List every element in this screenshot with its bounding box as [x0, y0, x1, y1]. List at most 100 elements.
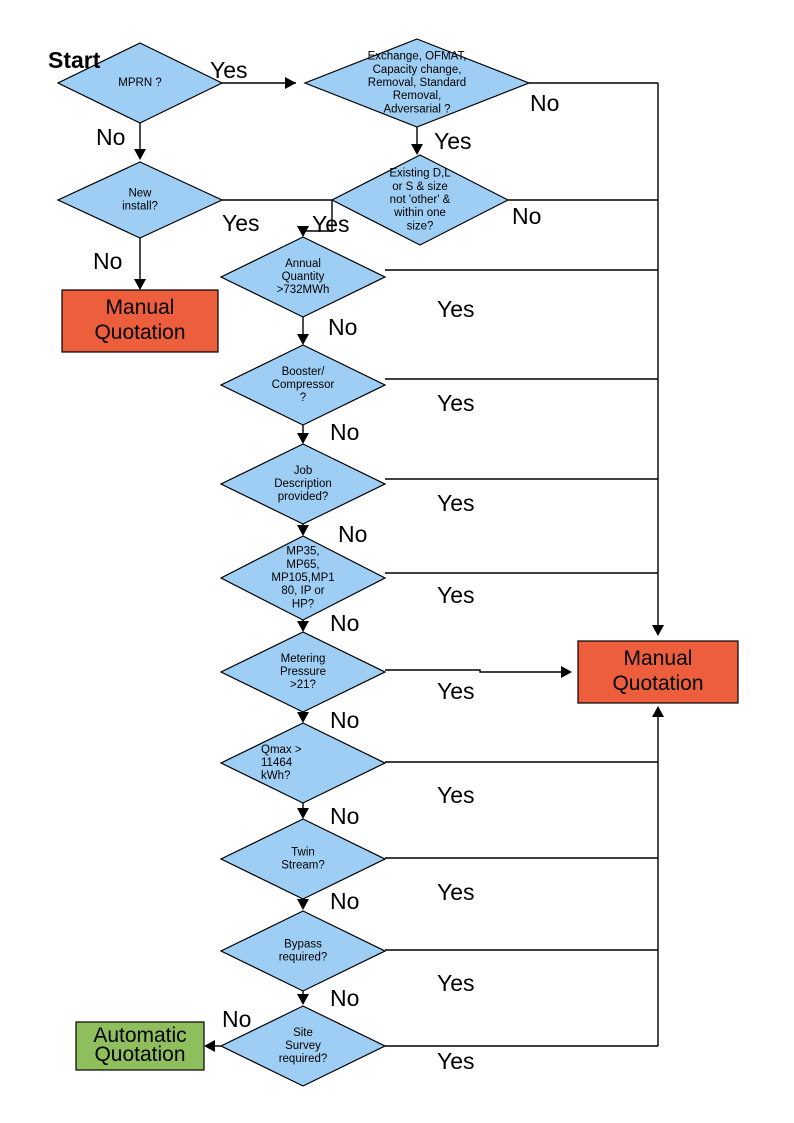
edge-mp-class-no [297, 620, 309, 632]
decision-metering-pressure-text-line: Pressure [280, 666, 326, 678]
edge-twin-stream-no [297, 899, 309, 910]
edge-new-install-no-label: No [93, 248, 122, 274]
decision-job-description-text-line: Description [274, 478, 332, 490]
decision-qmax-text-line: 11464 [261, 757, 293, 769]
decision-mp-class-text-line: MP35, [286, 546, 319, 558]
decision-job-description-text-line: provided? [278, 491, 329, 503]
decision-exchange-ofmat-shape [303, 38, 531, 128]
terminal-manual-quotation-right-text-line: Quotation [612, 672, 703, 695]
edge-new-install-no [134, 238, 146, 290]
decision-bypass-required-shape [219, 910, 387, 992]
decision-mp-class-text-line: HP? [292, 598, 314, 610]
edge-site-survey-yes-label: Yes [437, 1048, 475, 1074]
terminal-manual-quotation-left-text-line: Manual [106, 296, 175, 319]
decision-booster-compressor-text-line: ? [300, 392, 306, 404]
decision-booster-compressor-text-line: Compressor [272, 379, 335, 391]
terminal-automatic-quotation-text-line: Quotation [94, 1043, 185, 1066]
decision-booster-compressor[interactable]: Booster/Compressor? [219, 344, 387, 426]
decision-metering-pressure-shape [219, 631, 387, 713]
edge-mp-class-no-label: No [330, 610, 359, 636]
decision-twin-stream-shape [219, 818, 387, 900]
decision-site-survey-text-line: required? [279, 1053, 328, 1065]
edge-annual-quantity-yes-label: Yes [437, 296, 475, 322]
decision-booster-compressor-shape [219, 344, 387, 426]
decision-mp-class-text-line: MP65, [286, 559, 319, 571]
terminal-manual-quotation-left-shape [61, 289, 219, 353]
edge-right-rail-upper [652, 83, 664, 636]
decision-annual-quantity-shape [219, 236, 387, 318]
decision-new-install-text-line: New [128, 187, 152, 199]
edge-metering-pressure-no-label: No [330, 707, 359, 733]
terminal-manual-quotation-right-shape [577, 640, 739, 704]
edge-metering-pressure-no [297, 712, 309, 723]
decision-mp-class-text-line: 80, IP or [281, 585, 324, 597]
edge-metering-pressure-yes [385, 666, 572, 678]
edge-booster-no-label: No [330, 419, 359, 445]
decision-exchange-ofmat[interactable]: Exchange, OFMAT,Capacity change,Removal,… [303, 38, 531, 128]
edge-bypass-yes-label: Yes [437, 970, 475, 996]
edge-exchange-yes [411, 127, 423, 155]
edge-job-description-no-label: No [338, 521, 367, 547]
decision-mp-class-shape [219, 535, 387, 621]
edge-mprn-no-label: No [96, 124, 125, 150]
edge-bypass-no [297, 991, 309, 1005]
decision-new-install-text-line: install? [122, 201, 158, 213]
node-layer: MPRN ?Exchange, OFMAT,Capacity change,Re… [56, 38, 739, 1087]
edge-booster-no [297, 425, 309, 444]
terminal-automatic-quotation-text-line: Automatic [93, 1024, 186, 1047]
decision-bypass-required[interactable]: Bypass required? [219, 910, 387, 992]
decision-new-install-shape [56, 161, 224, 239]
decision-site-survey-text-line: Site [293, 1027, 313, 1039]
edge-mp-class-yes-label: Yes [437, 582, 475, 608]
edge-twin-stream-yes-label: Yes [437, 879, 475, 905]
decision-booster-compressor-text-line: Booster/ [282, 366, 326, 378]
decision-metering-pressure-text-line: Metering [281, 653, 326, 665]
start-label: Start [48, 47, 101, 73]
decision-job-description-text-line: Job [294, 465, 313, 477]
edge-qmax-yes-label: Yes [437, 782, 475, 808]
decision-existing-dls-size-text-line: within one [393, 207, 446, 219]
decision-mp-class-text-line: MP105,MP1 [271, 572, 334, 584]
decision-mprn-shape [56, 42, 224, 124]
edge-existing-yes-label: Yes [312, 211, 350, 237]
decision-site-survey-shape [219, 1005, 387, 1087]
decision-exchange-ofmat-text-line: Removal, Standard [368, 77, 466, 89]
decision-exchange-ofmat-text-line: Capacity change, [373, 64, 462, 76]
decision-site-survey-text-line: Survey [285, 1040, 321, 1052]
decision-mprn[interactable]: MPRN ? [56, 42, 224, 124]
edge-site-survey-no-label: No [222, 1006, 251, 1032]
decision-exchange-ofmat-text-line: Removal, [393, 90, 442, 102]
edge-annual-quantity-no-label: No [328, 314, 357, 340]
edge-annual-quantity-no [297, 317, 309, 345]
edge-exchange-no-label: No [530, 90, 559, 116]
decision-qmax-text-line: kWh? [261, 770, 290, 782]
decision-metering-pressure-text-line: >21? [290, 679, 316, 691]
decision-bypass-required-text-line: required? [279, 952, 328, 964]
decision-bypass-required-text-line: Bypass [284, 938, 322, 950]
decision-annual-quantity-text-line: Annual [285, 258, 321, 270]
decision-exchange-ofmat-text-line: Exchange, OFMAT, [368, 51, 467, 63]
decision-new-install[interactable]: New install? [56, 161, 224, 239]
edge-bypass-no-label: No [330, 985, 359, 1011]
decision-existing-dls-size-text-line: not 'other' & [390, 194, 451, 206]
edge-job-description-yes-label: Yes [437, 490, 475, 516]
edge-mprn-yes [222, 77, 296, 89]
decision-twin-stream-text-line: Twin [291, 846, 315, 858]
edge-metering-pressure-yes-label: Yes [437, 678, 475, 704]
decision-qmax-text-line: Qmax > [261, 744, 302, 756]
decision-exchange-ofmat-text-line: Adversarial ? [383, 103, 450, 115]
edge-existing-no-label: No [512, 203, 541, 229]
edge-mprn-yes-label: Yes [210, 57, 248, 83]
